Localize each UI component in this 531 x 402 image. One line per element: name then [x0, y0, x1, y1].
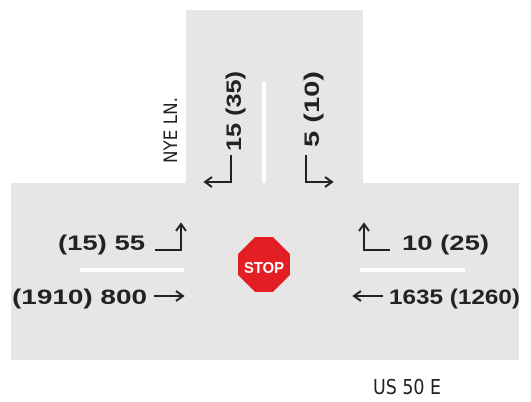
- west-approach-lane-line: [80, 268, 184, 272]
- west-left-turn-arrow-icon: [155, 222, 187, 251]
- west-through-volume: (1910) 800: [12, 286, 147, 309]
- south-left-turn-arrow-icon: [203, 155, 232, 188]
- east-left-turn-volume: 10 (25): [402, 232, 489, 255]
- side-road-center-line: [262, 82, 266, 183]
- east-approach-lane-line: [360, 268, 465, 272]
- main-street-name: US 50 E: [373, 375, 441, 399]
- east-left-turn-arrow-icon: [358, 222, 390, 251]
- stop-sign-icon: STOP: [238, 237, 290, 292]
- side-street-name: NYE LN.: [160, 97, 182, 163]
- west-through-arrow-icon: [154, 290, 185, 302]
- west-left-turn-volume: (15) 55: [58, 232, 145, 255]
- stop-sign-octagon: [238, 237, 290, 292]
- stop-sign-text: STOP: [244, 260, 284, 277]
- east-through-volume: 1635 (1260): [389, 286, 520, 309]
- side-road-surface: [186, 10, 363, 185]
- south-right-turn-volume: 5 (10): [301, 71, 324, 147]
- south-right-turn-arrow-icon: [305, 155, 334, 188]
- east-through-arrow-icon: [352, 290, 383, 302]
- south-left-turn-volume: 15 (35): [223, 71, 246, 151]
